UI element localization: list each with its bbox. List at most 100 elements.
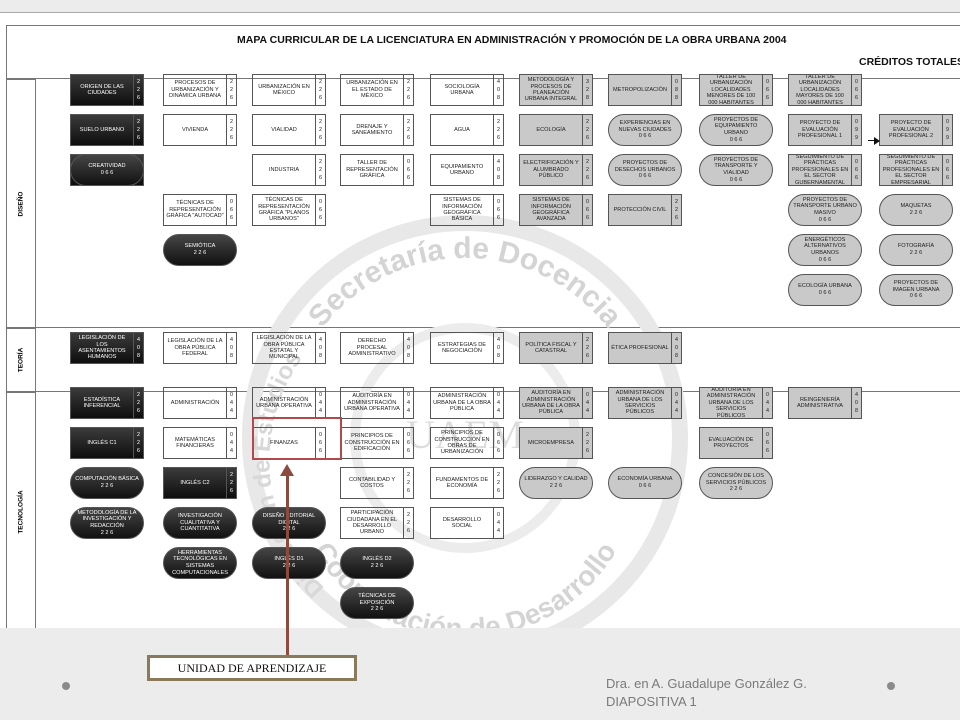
credit-value: 6 (766, 440, 769, 446)
credit-value: 6 (497, 440, 500, 446)
course-name: AGUA (430, 114, 494, 146)
course-box-procesos-de-urbanizacion-y-dinamica-urbana: PROCESOS DE URBANIZACIÓN Y DINÁMICA URBA… (163, 74, 237, 106)
course-box-administracion-urbana-de-los-servicios-publicos: ADMINISTRACIÓN URBANA DE LOS SERVICIOS P… (608, 387, 682, 419)
credit-value: 0 (497, 392, 500, 398)
course-name: TALLER DE URBANIZACIÓN LOCALIDADES MENOR… (699, 74, 763, 106)
credit-value: 9 (946, 127, 949, 133)
course-name: POLÍTICA FISCAL Y CATASTRAL (519, 332, 583, 364)
credit-value: 6 (946, 175, 949, 181)
callout-arrow (286, 474, 289, 658)
credit-value: 6 (407, 95, 410, 101)
elective-name: CONCESIÓN DE LOS SERVICIOS PÚBLICOS (705, 472, 767, 486)
elective-name: EXPERIENCIAS EN NUEVAS CIUDADES (618, 119, 672, 133)
credit-value: 6 (137, 95, 140, 101)
course-name: ESTADÍSTICA INFERENCIAL (70, 387, 134, 419)
credit-value: 6 (230, 488, 233, 494)
credit-value: 6 (946, 167, 949, 173)
course-name: EQUIPAMIENTO URBANO (430, 154, 494, 186)
unidad-aprendizaje-label: UNIDAD DE APRENDIZAJE (147, 655, 357, 681)
course-box-seguimiento-de-practicas-profesionales-en-el-sector-empresarial: SEGUIMIENTO DE PRÁCTICAS PROFESIONALES E… (879, 154, 953, 186)
credit-value: 8 (675, 95, 678, 101)
elective-name: COMPUTACIÓN BÁSICA (75, 476, 139, 483)
course-box-seguimiento-de-practicas-profesionales-en-el-sector-gubernamental: SEGUIMIENTO DE PRÁCTICAS PROFESIONALES E… (788, 154, 862, 186)
credit-value: 2 (230, 79, 233, 85)
course-name: TÉCNICAS DE REPRESENTACIÓN GRÁFICA "PLAN… (252, 194, 316, 226)
credit-value: 2 (407, 512, 410, 518)
credit-value: 6 (497, 488, 500, 494)
elective-name: ECOLOGÍA URBANA (798, 283, 852, 290)
course-name: ADMINISTRACIÓN (163, 387, 227, 419)
credit-value: 4 (230, 408, 233, 414)
credit-value: 2 (319, 159, 322, 165)
course-name: ECOLOGÍA (519, 114, 583, 146)
watermark-center-text: UAEM (406, 412, 524, 457)
credit-value: 2 (497, 127, 500, 133)
elective-credits: 0 6 6 (818, 290, 832, 296)
credit-value: 2 (137, 79, 140, 85)
credit-value: 4 (497, 159, 500, 165)
course-box-sistemas-de-informacion-geografica-avanzada: SISTEMAS DE INFORMACIÓN GEOGRÁFICA AVANZ… (519, 194, 593, 226)
credit-value: 4 (319, 400, 322, 406)
course-name: LEGISLACIÓN DE LA OBRA PÚBLICA ESTATAL Y… (252, 332, 316, 364)
course-name: ADMINISTRACIÓN URBANA OPERATIVA (252, 387, 316, 419)
credit-value: 0 (407, 345, 410, 351)
elective-name: PROYECTOS DE TRANSPORTE Y VIALIDAD (713, 156, 759, 176)
elective-name: METODOLOGÍA DE LA INVESTIGACIÓN Y REDACC… (77, 509, 137, 529)
elective-credits: 0 6 6 (818, 216, 832, 223)
credit-value: 6 (137, 135, 140, 141)
sequence-arrowhead (874, 137, 880, 145)
elective-name: FOTOGRAFÍA (897, 243, 935, 250)
course-name: FUNDAMENTOS DE ECONOMÍA (430, 467, 494, 499)
credit-value: 0 (497, 87, 500, 93)
credit-value: 2 (137, 119, 140, 125)
credit-value: 6 (675, 215, 678, 221)
course-name: LEGISLACIÓN DE LOS ASENTAMIENTOS HUMANOS (70, 332, 134, 364)
credit-value: 8 (675, 87, 678, 93)
credit-value: 4 (497, 528, 500, 534)
credit-value: 8 (497, 175, 500, 181)
course-credits: 0 9 9 (943, 114, 953, 146)
credit-value: 2 (230, 480, 233, 486)
credit-value: 9 (946, 135, 949, 141)
course-name: LEGISLACIÓN DE LA OBRA PÚBLICA FEDERAL (163, 332, 227, 364)
credit-value: 0 (137, 345, 140, 351)
credit-value: 6 (407, 175, 410, 181)
credit-value: 6 (586, 448, 589, 454)
credit-value: 2 (586, 87, 589, 93)
elective-credits: 2 2 6 (909, 250, 923, 256)
elective-credits: 0 6 6 (638, 483, 652, 489)
course-name: INGLÉS C2 (163, 467, 227, 499)
course-box-taller-de-urbanizacion-localidades-mayores-de-100-000-habitantes: TALLER DE URBANIZACIÓN LOCALIDADES MAYOR… (788, 74, 862, 106)
credit-value: 0 (230, 432, 233, 438)
credit-value: 0 (946, 119, 949, 125)
credit-value: 2 (407, 127, 410, 133)
credit-value: 6 (855, 175, 858, 181)
credit-value: 2 (407, 472, 410, 478)
